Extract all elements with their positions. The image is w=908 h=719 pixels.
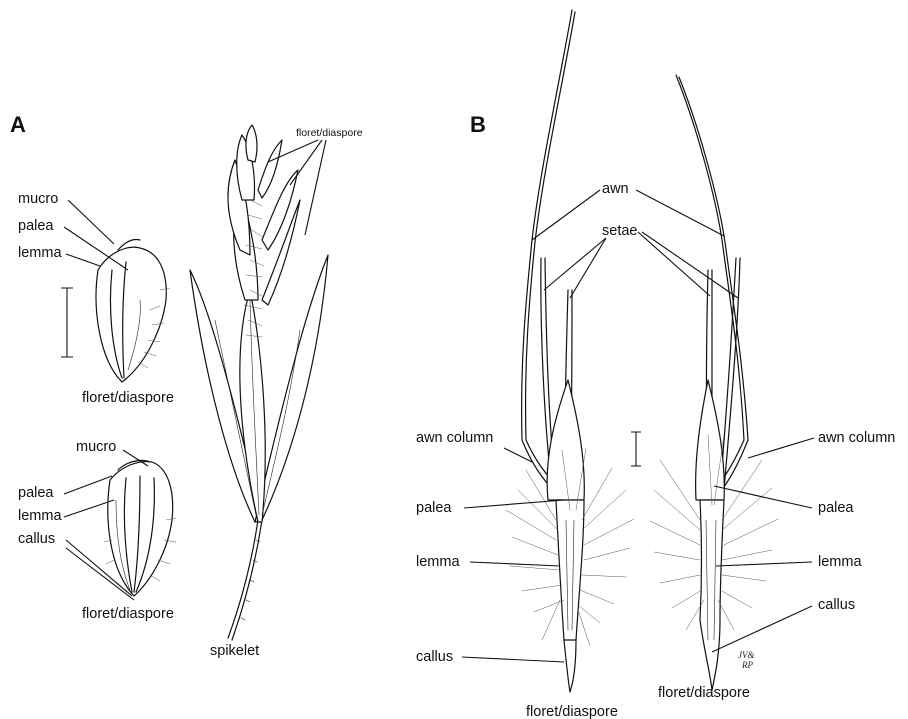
left-palea-label: palea — [416, 500, 452, 516]
lower-floret-palea-label: palea — [18, 485, 54, 501]
lower-floret-caption: floret/diaspore — [82, 606, 174, 622]
left-awn-column-leader — [504, 448, 532, 462]
upper-floret-drawing — [96, 239, 170, 382]
left-floret-caption: floret/diaspore — [526, 704, 618, 719]
spikelet-label: spikelet — [210, 643, 259, 659]
svg-text:JV&: JV& — [738, 650, 755, 660]
setae-leader-left-1 — [544, 238, 606, 290]
right-callus-leader — [712, 606, 812, 652]
awn-leader-right — [636, 190, 724, 236]
right-lemma-leader — [716, 562, 812, 566]
awn-label: awn — [602, 181, 629, 197]
left-callus-leader — [462, 657, 564, 662]
left-palea-leader — [464, 500, 564, 508]
upper-mucro-leader — [68, 200, 114, 244]
right-awn-column-leader — [748, 438, 814, 458]
scale-bar-b — [631, 432, 641, 466]
upper-palea-leader — [64, 227, 128, 270]
setae-leader-right-2 — [642, 232, 738, 298]
scale-bar-a — [61, 288, 73, 357]
left-awned-floret-drawing — [506, 10, 634, 692]
left-awn-column-label: awn column — [416, 430, 493, 446]
upper-lemma-leader — [66, 254, 100, 266]
spikelet-floret-label: floret/diaspore — [296, 127, 363, 139]
right-palea-leader — [714, 486, 812, 508]
right-lemma-label: lemma — [818, 554, 862, 570]
awn-leader-left — [532, 190, 600, 240]
lower-floret-callus-label: callus — [18, 531, 55, 547]
right-callus-label: callus — [818, 597, 855, 613]
right-floret-caption: floret/diaspore — [658, 685, 750, 701]
lower-floret-lemma-label: lemma — [18, 508, 62, 524]
upper-floret-palea-label: palea — [18, 218, 54, 234]
right-awned-floret-drawing — [650, 75, 778, 690]
panel-letter-b: B — [470, 112, 486, 137]
setae-label: setae — [602, 223, 637, 239]
upper-floret-mucro-label: mucro — [18, 191, 58, 207]
right-palea-label: palea — [818, 500, 854, 516]
lower-palea-leader — [64, 476, 112, 494]
upper-floret-caption: floret/diaspore — [82, 390, 174, 406]
left-lemma-label: lemma — [416, 554, 460, 570]
lower-floret-mucro-label: mucro — [76, 439, 116, 455]
lower-lemma-leader — [64, 500, 114, 517]
left-lemma-leader — [470, 562, 560, 566]
spikelet-drawing — [190, 125, 328, 640]
panel-letter-a: A — [10, 112, 26, 137]
artist-signature: JV& RP — [738, 650, 755, 670]
setae-leader-right-1 — [638, 232, 710, 296]
upper-floret-lemma-label: lemma — [18, 245, 62, 261]
svg-text:RP: RP — [741, 660, 753, 670]
left-callus-label: callus — [416, 649, 453, 665]
setae-leader-left-2 — [570, 238, 606, 298]
lower-floret-drawing — [104, 460, 176, 596]
right-awn-column-label: awn column — [818, 430, 895, 446]
